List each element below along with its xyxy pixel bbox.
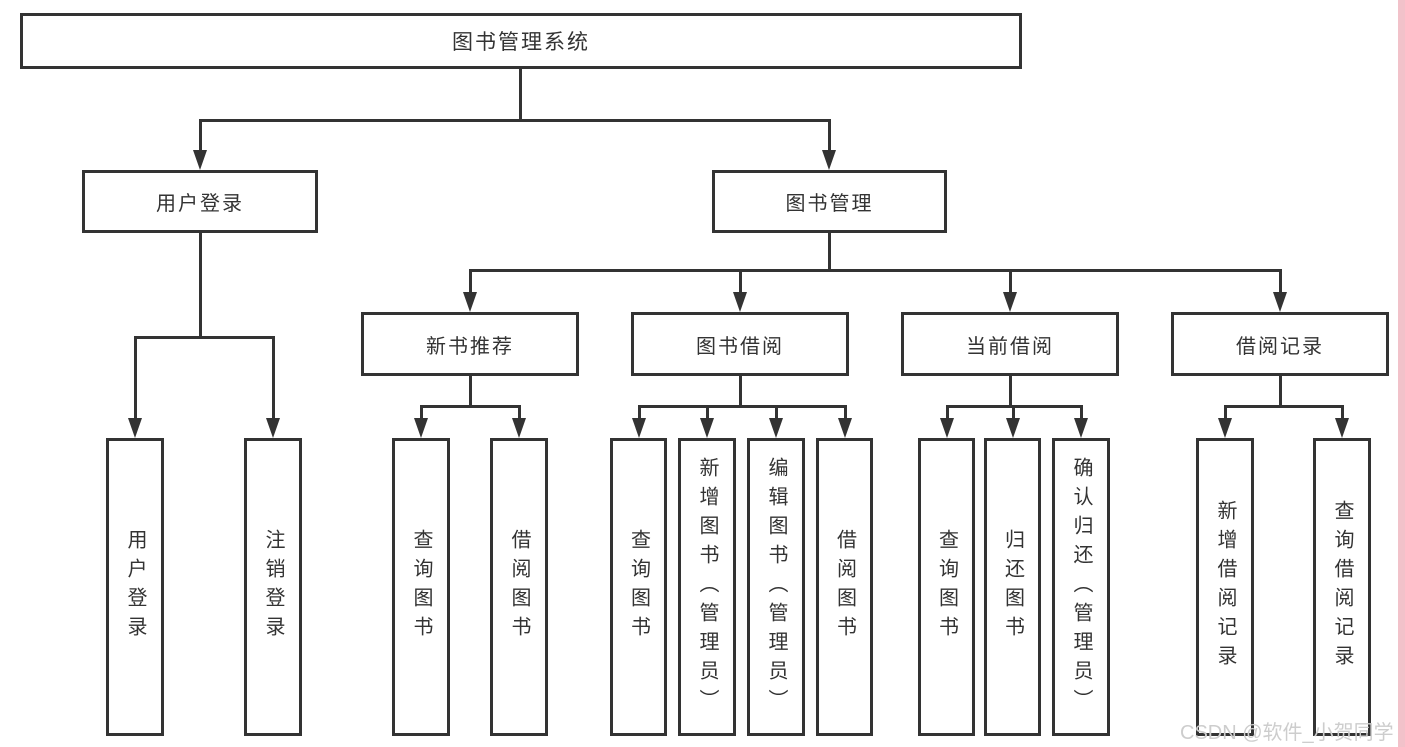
connector-root-split [199, 119, 831, 122]
arrow-down-icon [1074, 418, 1088, 438]
arrow-down-icon [940, 418, 954, 438]
connector-drop-borrow-records [1279, 269, 1282, 294]
leaf-add-borrow-record: 新增借阅记录 [1196, 438, 1254, 736]
connector-book-mgmt-split [469, 269, 1282, 272]
leaf-borrow-books: 借阅图书 [816, 438, 873, 736]
leaf-query-books-borrow: 查询图书 [610, 438, 667, 736]
connector-drop [1341, 405, 1344, 420]
leaf-borrow-books-recommend: 借阅图书 [490, 438, 548, 736]
connector-drop-leaf-logout [272, 336, 275, 420]
arrow-down-icon [1273, 292, 1287, 312]
leaf-query-books-recommend: 查询图书 [392, 438, 450, 736]
connector-current-borrow-stem [1009, 376, 1012, 407]
connector-drop [518, 405, 521, 420]
connector-drop [844, 405, 847, 420]
arrow-down-icon [1003, 292, 1017, 312]
connector-drop-book-management [828, 119, 831, 152]
node-current-borrow: 当前借阅 [901, 312, 1119, 376]
connector-drop [946, 405, 949, 420]
connector-user-login-stem [199, 233, 202, 338]
arrow-down-icon [266, 418, 280, 438]
connector-drop [1080, 405, 1083, 420]
arrow-down-icon [512, 418, 526, 438]
node-root: 图书管理系统 [20, 13, 1022, 69]
connector-book-mgmt-stem [828, 233, 831, 271]
arrow-down-icon [700, 418, 714, 438]
connector-book-borrow-stem [739, 376, 742, 407]
arrow-down-icon [414, 418, 428, 438]
leaf-query-books-current: 查询图书 [918, 438, 975, 736]
connector-new-book-split [420, 405, 520, 408]
connector-drop-new-book [469, 269, 472, 294]
connector-drop-user-login [199, 119, 202, 152]
connector-drop [706, 405, 709, 420]
arrow-down-icon [1335, 418, 1349, 438]
leaf-edit-books-admin: 编辑图书（管理员） [747, 438, 805, 736]
leaf-user-login: 用户登录 [106, 438, 164, 736]
node-user-login: 用户登录 [82, 170, 318, 233]
arrow-down-icon [128, 418, 142, 438]
arrow-down-icon [769, 418, 783, 438]
connector-drop [638, 405, 641, 420]
node-book-borrow: 图书借阅 [631, 312, 849, 376]
connector-new-book-stem [469, 376, 472, 407]
connector-drop [1012, 405, 1015, 420]
node-book-management: 图书管理 [712, 170, 947, 233]
leaf-confirm-return-admin: 确认归还（管理员） [1052, 438, 1110, 736]
connector-root-stem [519, 69, 522, 121]
leaf-return-books: 归还图书 [984, 438, 1041, 736]
arrow-down-icon [1006, 418, 1020, 438]
right-edge-strip [1398, 0, 1405, 747]
arrow-down-icon [1218, 418, 1232, 438]
csdn-watermark: CSDN @软件_小贺同学 [1180, 722, 1394, 744]
connector-drop [775, 405, 778, 420]
arrow-down-icon [838, 418, 852, 438]
connector-drop-current-borrow [1009, 269, 1012, 294]
connector-drop [1224, 405, 1227, 420]
connector-book-borrow-split [638, 405, 846, 408]
node-borrow-records: 借阅记录 [1171, 312, 1389, 376]
leaf-query-borrow-record: 查询借阅记录 [1313, 438, 1371, 736]
connector-user-login-split [134, 336, 275, 339]
connector-drop [420, 405, 423, 420]
arrow-down-icon [733, 292, 747, 312]
leaf-logout: 注销登录 [244, 438, 302, 736]
arrow-down-icon [632, 418, 646, 438]
connector-drop-book-borrow [739, 269, 742, 294]
arrow-down-icon [463, 292, 477, 312]
node-new-book-recommend: 新书推荐 [361, 312, 579, 376]
connector-drop-leaf-user-login [134, 336, 137, 420]
connector-borrow-records-split [1224, 405, 1343, 408]
arrow-down-icon [822, 150, 836, 170]
arrow-down-icon [193, 150, 207, 170]
connector-borrow-records-stem [1279, 376, 1282, 407]
leaf-add-books-admin: 新增图书（管理员） [678, 438, 736, 736]
